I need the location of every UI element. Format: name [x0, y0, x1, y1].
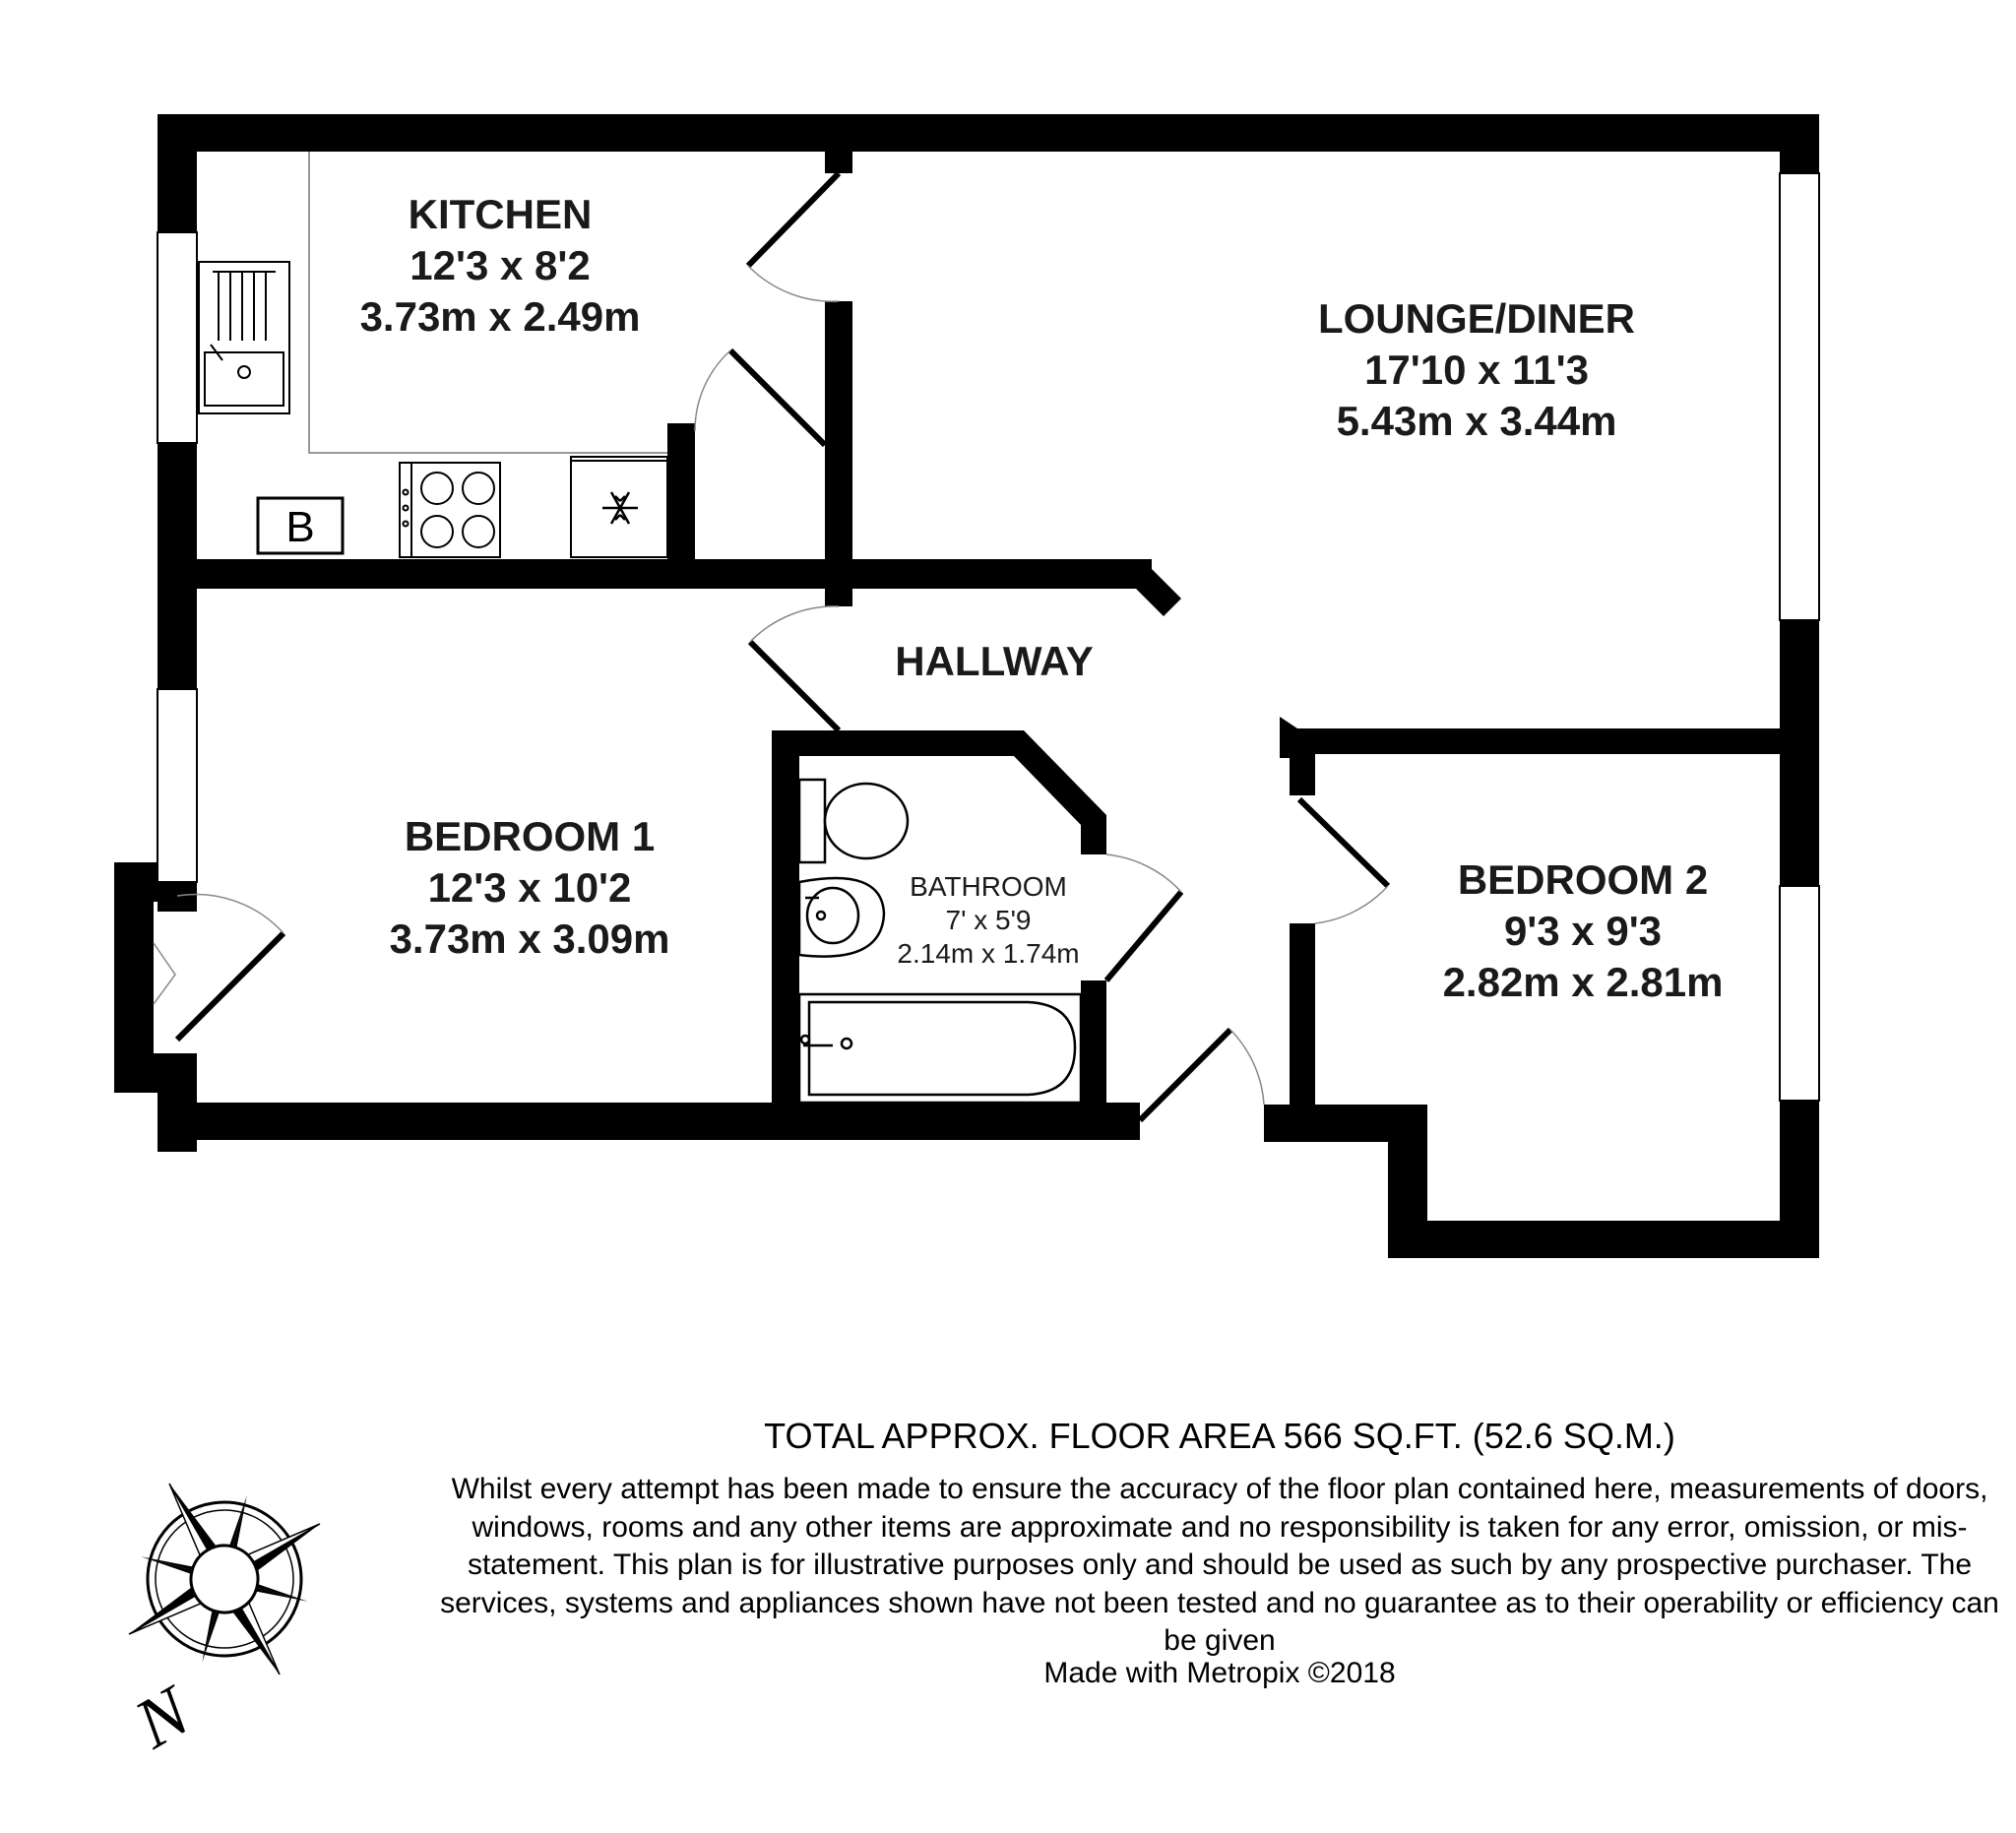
- total-floor-area: TOTAL APPROX. FLOOR AREA 566 SQ.FT. (52.…: [764, 1416, 1675, 1456]
- lounge-metric: 5.43m x 3.44m: [1337, 398, 1617, 444]
- kitchen-fixtures: B: [198, 152, 668, 558]
- bathroom-metric: 2.14m x 1.74m: [897, 938, 1079, 969]
- disclaimer-text: Whilst every attempt has been made to en…: [440, 1473, 1999, 1657]
- bedroom2-name: BEDROOM 2: [1458, 856, 1708, 903]
- bedroom1-metric: 3.73m x 3.09m: [390, 916, 670, 962]
- boiler-label: B: [285, 503, 314, 551]
- lounge-imperial: 17'10 x 11'3: [1364, 347, 1589, 393]
- compass-icon: [128, 1483, 321, 1675]
- bath-icon: [797, 992, 1083, 1105]
- sink-icon: [198, 261, 290, 414]
- bedroom1-name: BEDROOM 1: [405, 813, 655, 859]
- hallway-name: HALLWAY: [895, 638, 1093, 684]
- toilet-icon: [797, 778, 910, 864]
- bedroom2-metric: 2.82m x 2.81m: [1443, 959, 1724, 1005]
- boiler-icon: B: [256, 496, 345, 555]
- kitchen-imperial: 12'3 x 8'2: [410, 242, 590, 288]
- room-labels: KITCHEN 12'3 x 8'2 3.73m x 2.49m LOUNGE/…: [360, 191, 1724, 1005]
- freezer-icon: [570, 456, 668, 558]
- compass-north-label: N: [121, 1670, 206, 1764]
- bedroom1-imperial: 12'3 x 10'2: [428, 864, 632, 911]
- credit-text: Made with Metropix ©2018: [1043, 1657, 1396, 1689]
- bathroom-imperial: 7' x 5'9: [946, 905, 1032, 935]
- bedroom2-imperial: 9'3 x 9'3: [1504, 908, 1662, 954]
- kitchen-metric: 3.73m x 2.49m: [360, 293, 641, 340]
- walls: [114, 114, 1819, 1258]
- bathroom-name: BATHROOM: [910, 871, 1067, 902]
- bathroom-fixtures: [797, 778, 1083, 1105]
- lounge-name: LOUNGE/DINER: [1318, 295, 1635, 342]
- doors: [153, 170, 1391, 1123]
- hob-icon: [399, 462, 501, 558]
- kitchen-name: KITCHEN: [409, 191, 593, 237]
- basin-icon: [797, 876, 886, 958]
- windows: [157, 172, 1820, 1102]
